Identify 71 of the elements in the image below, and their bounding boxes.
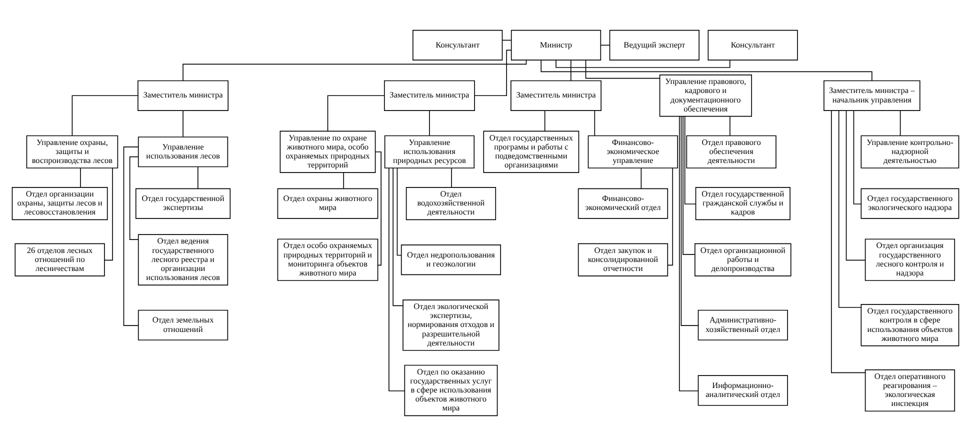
- connector: [684, 116, 696, 204]
- node-box: Отдел по оказанию государственных услуг в сфере использования объектов животного мира: [404, 364, 498, 416]
- connector: [544, 110, 546, 131]
- node-box: Заместитель министра: [138, 80, 228, 110]
- connector: [540, 59, 872, 80]
- connector: [388, 167, 406, 391]
- node-box: Отдел экологической экспертизы, нормирования отходов и разрешительной деятельности: [402, 299, 500, 350]
- connector: [853, 110, 862, 204]
- connector: [396, 167, 402, 256]
- connector: [72, 94, 138, 136]
- node-box: Министр: [510, 29, 602, 60]
- connector: [838, 110, 862, 308]
- node-box: Отдел государственного контроля в сфере использования объектов животного мира: [860, 304, 960, 346]
- connector: [585, 59, 660, 78]
- node-box: Отдел организации охраны, защиты лесов и лесовосстановления: [12, 186, 108, 220]
- connector: [667, 167, 674, 266]
- connector: [182, 110, 184, 137]
- node-box: Отдел охраны животного мира: [277, 188, 378, 218]
- connector: [556, 59, 730, 68]
- node-box: Информационно-аналитический отдел: [698, 374, 788, 406]
- node-box: Управление контрольно-надзорной деятельностью: [860, 134, 960, 168]
- node-box: Отдел недропользования и геоэкологии: [400, 244, 501, 275]
- node-box: Отдел ведения государственного лесного реестра и организации использования лесов: [138, 234, 228, 285]
- node-box: Отдел государственной гражданской службы и кадров: [695, 186, 790, 220]
- connector: [123, 146, 139, 326]
- node-box: Отдел государственного экологического надзора: [860, 188, 960, 218]
- node-box: Отдел правового обеспечения деятельности: [686, 134, 776, 168]
- connector: [678, 115, 699, 391]
- connector: [830, 110, 866, 373]
- connector: [570, 59, 572, 80]
- connector: [846, 110, 866, 260]
- connector: [594, 110, 596, 136]
- node-box: Административно-хозяйственный отдел: [698, 309, 788, 340]
- node-box: Отдел государственных програмы и работы с подведомственными организациями: [483, 130, 580, 172]
- connector: [374, 150, 382, 266]
- node-box: Заместитель министра: [384, 80, 475, 110]
- connector: [129, 156, 139, 240]
- connector: [900, 110, 901, 136]
- node-box: Управление использования природных ресурсов: [384, 134, 475, 168]
- connector: [451, 167, 452, 188]
- connector: [429, 110, 430, 136]
- node-box: Отдел закупок и консолидированной отчетности: [578, 242, 668, 276]
- node-box: Отдел водохозяйственной деятельности: [406, 186, 496, 220]
- node-box: Управление охраны, защиты и воспроизводства лесов: [26, 134, 118, 168]
- connector: [640, 167, 642, 188]
- node-box: Отдел организация государственного лесного контроля и надзора: [864, 238, 956, 280]
- node-box: Финансово-экономический отдел: [578, 188, 668, 218]
- node-box: Отдел особо охраняемых природных территорий и мониторинга объектов животного мира: [277, 238, 378, 280]
- node-box: Заместитель министра – начальник управления: [824, 80, 920, 110]
- connector: [327, 94, 385, 131]
- node-box: Ведущий эксперт: [609, 29, 700, 60]
- node-box: Управление использования лесов: [138, 136, 228, 167]
- node-box: Управление по охране животного мира, особо охраняемых природных территорий: [280, 130, 376, 172]
- connector: [392, 167, 404, 306]
- node-box: Управление правового, кадрового и документационного обеспечения: [659, 74, 752, 116]
- connector: [474, 49, 512, 96]
- connector: [80, 167, 81, 188]
- node-box: Заместитель министра: [510, 80, 602, 110]
- connector: [682, 115, 696, 254]
- connector: [343, 172, 344, 188]
- node-box: 26 отделов лесных отношений по лесничествам: [14, 242, 105, 276]
- node-box: Отдел оперативного реагирования – экологическая инспекция: [864, 368, 956, 412]
- connector: [680, 116, 698, 326]
- node-box: Консультант: [708, 29, 798, 60]
- node-box: Финансово-экономическое управление: [588, 134, 678, 168]
- node-box: Консультант: [412, 29, 503, 60]
- node-box: Отдел земельных отношений: [138, 309, 228, 340]
- node-box: Отдел организационной работы и делопроизводства: [694, 242, 792, 276]
- connector: [182, 59, 527, 81]
- connector: [104, 167, 113, 260]
- node-box: Отдел государственной экспертизы: [135, 188, 231, 218]
